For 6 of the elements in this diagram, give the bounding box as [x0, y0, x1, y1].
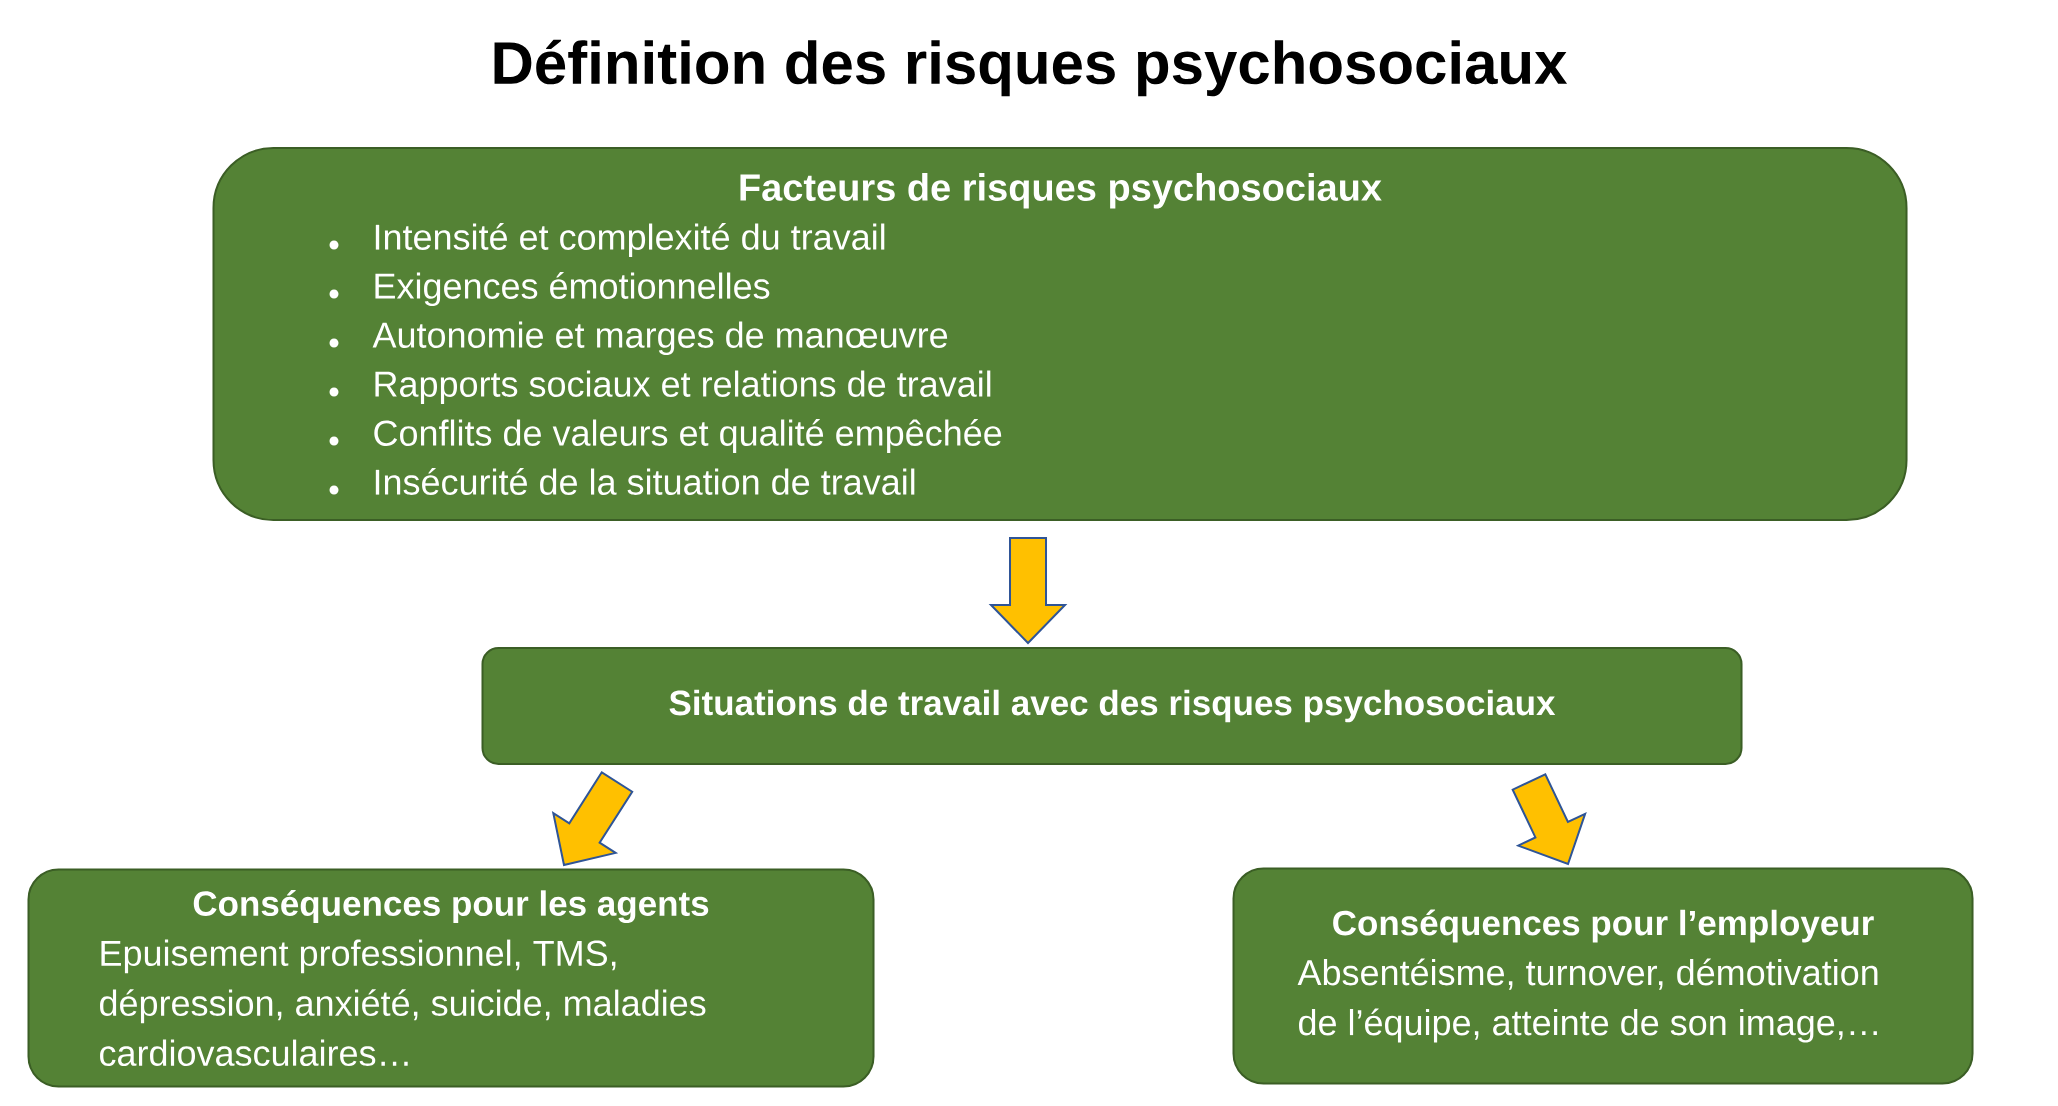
- title: Définition des risques psychosociaux: [494, 39, 1568, 97]
- text-box: Facteurs de risques psychosociaux Intensité et complexité du travail Exigences émotionnelles Autonomie et marges de manœuvre Rapports sociaux et relations de travail Conflits de valeurs et qualité empêchée Insécurité de la situation de travail: [212, 147, 1908, 521]
- block-arrow: [988, 537, 1068, 645]
- text-box: Conséquences pour les agents Epuisement professionnel, TMS, dépression, anxiété, suicide, maladies cardiovasculaires…: [27, 868, 875, 1088]
- text-box: Conséquences pour l’employeur Absentéisme, turnover, démotivation de l’équipe, atteinte de son image,…: [1232, 867, 1974, 1085]
- text-box: Situations de travail avec des risques psychosociaux: [481, 647, 1743, 765]
